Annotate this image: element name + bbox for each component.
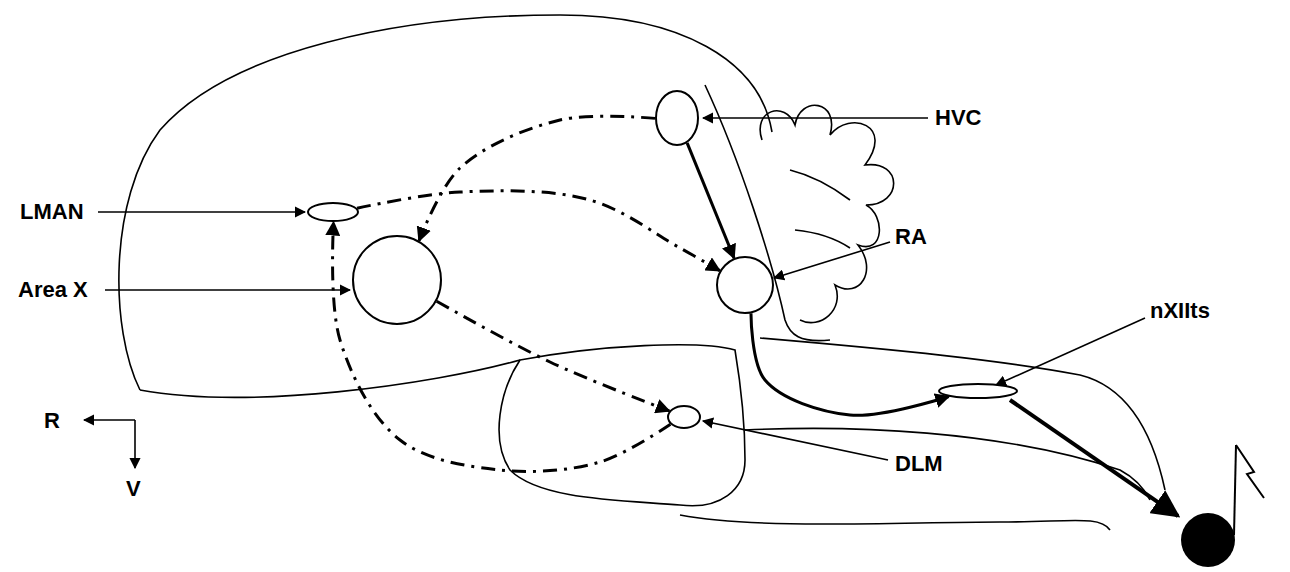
nucleus-label: nXIIts [1150, 298, 1210, 323]
nucleus-outline [307, 202, 359, 222]
cerebellum-fold [795, 230, 850, 248]
nucleus-ellipse [353, 236, 441, 324]
cerebrum-outline [119, 15, 772, 390]
nucleus-outline [938, 383, 1018, 399]
leader-line [774, 242, 890, 278]
nucleus-outline [667, 405, 701, 429]
music-note [1181, 445, 1264, 567]
nucleus: Area X [352, 235, 442, 325]
nucleus: HVC [655, 90, 699, 146]
nucleus-label: DLM [895, 451, 943, 476]
nucleus: RA [716, 256, 774, 314]
nucleus-label: LMAN [20, 199, 84, 224]
orientation-arrow [84, 419, 135, 421]
nucleus-label: HVC [935, 105, 981, 130]
nucleus-outline [716, 256, 774, 314]
nucleus-ellipse [939, 384, 1017, 398]
leader-line [703, 421, 888, 460]
cerebellum-fold [790, 170, 850, 200]
nucleus-ellipse [668, 406, 700, 428]
note-flag [1236, 445, 1264, 498]
nucleus-outline [352, 235, 442, 325]
nucleus: nXIIts [938, 383, 1018, 399]
leader-line [98, 211, 305, 213]
output-arrow [1010, 400, 1178, 516]
cerebellum-folia [760, 105, 893, 322]
brainstem-bottom [680, 515, 1110, 530]
projection-arrow [687, 143, 734, 258]
projection-arrow [751, 313, 949, 415]
cerebrum-base [140, 360, 520, 397]
brainstem-inner [745, 428, 1150, 500]
orientation-arrow [134, 420, 136, 468]
nucleus: DLM [667, 405, 701, 429]
nucleus: LMAN [307, 202, 359, 222]
orientation-label: V [126, 476, 141, 501]
nucleus-ellipse [656, 91, 698, 145]
leader-line [105, 289, 350, 291]
note-stem [1234, 445, 1236, 535]
telencephalon-edge [705, 85, 830, 341]
midbrain-outline [499, 345, 745, 506]
note-head [1181, 513, 1235, 567]
nucleus-label: RA [895, 224, 927, 249]
nucleus-outline [655, 90, 699, 146]
orientation-label: R [44, 408, 60, 433]
nucleus-ellipse [308, 203, 358, 221]
nucleus-label: Area X [18, 277, 88, 302]
leader-line [996, 318, 1145, 385]
nucleus-ellipse [717, 257, 773, 313]
projection-arrow [333, 222, 671, 471]
leader-line [703, 117, 928, 119]
projection-arrow [437, 301, 670, 411]
projection-arrow [419, 116, 655, 241]
